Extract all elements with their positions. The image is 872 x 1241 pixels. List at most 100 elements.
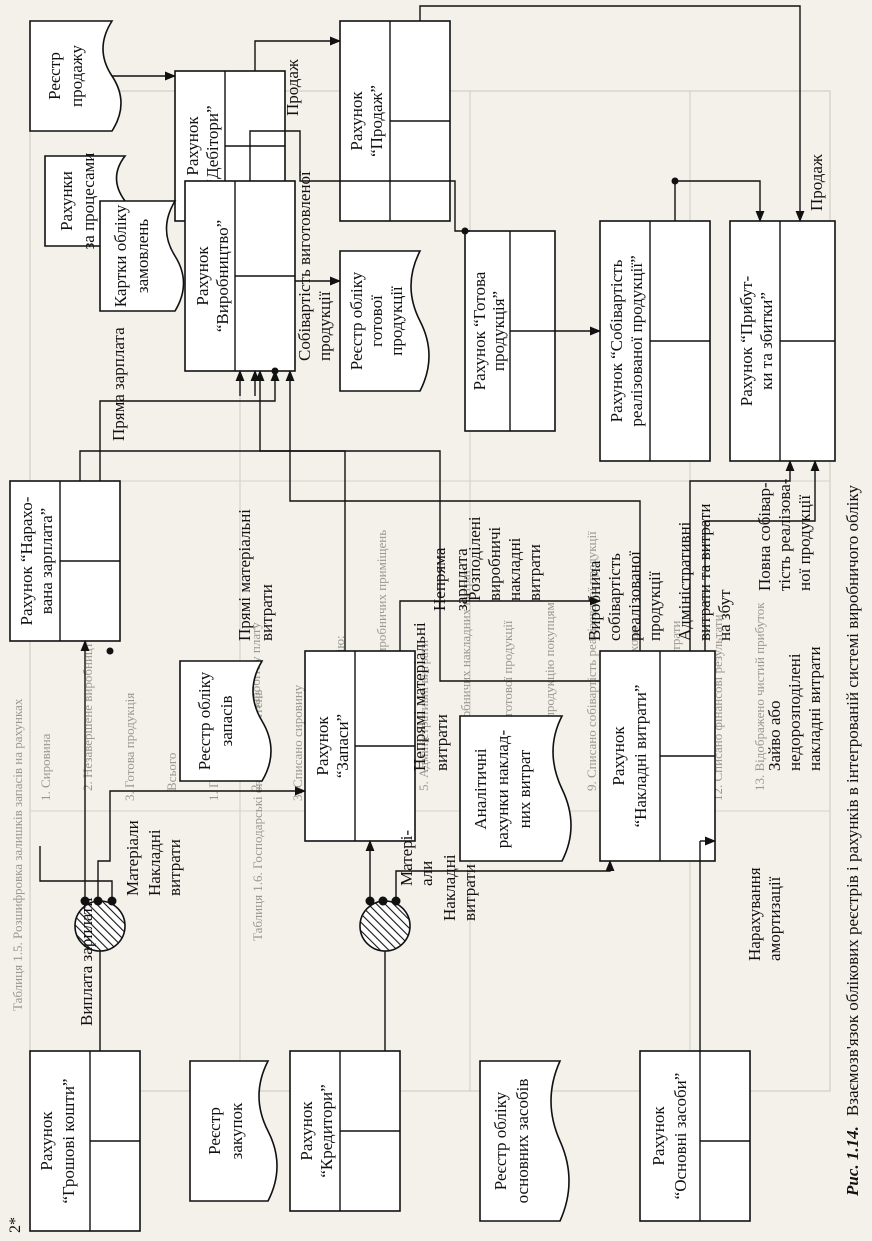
receivables-label-1: Рахунок — [183, 116, 202, 176]
background-table-line: 3. Готова продукція — [122, 693, 137, 801]
fa-register-label-2: основних засобів — [513, 1079, 532, 1204]
payables-account: Рахунок “Кредитори” — [289, 1050, 401, 1212]
overhead-label-1: Рахунок — [609, 726, 628, 786]
allocated-overhead-label-1: Розподілені — [465, 516, 484, 601]
depreciation-label-2: амортизації — [765, 876, 784, 961]
production-cost-label-4: продукції — [645, 571, 664, 641]
depreciation-label-1: Нарахування — [745, 867, 764, 961]
inventory-label-1: Рахунок — [313, 716, 332, 776]
payables-label-2: “Кредитори” — [317, 1084, 336, 1177]
figure-caption: Рис. 1.14. Взаємозв'язок облікових реєст… — [843, 485, 862, 1197]
accrued-wages-label-1: Рахунок “Нарахо- — [17, 496, 36, 625]
connector-dots — [106, 177, 679, 655]
caption-number: Рис. 1.14. — [843, 1126, 862, 1197]
overhead-analytic-label-2: рахунки наклад- — [493, 729, 512, 848]
fa-register-label-1: Реєстр обліку — [491, 1091, 510, 1190]
order-cards-label-2: замовлень — [133, 219, 152, 293]
finished-register-label-2: готової — [367, 295, 386, 347]
finished-register-label-3: продукції — [387, 286, 406, 356]
order-cards: Картки обліку замовлень — [99, 200, 185, 312]
payables-junction — [359, 900, 411, 952]
background-table-line: 3. Списано сировину — [290, 684, 305, 801]
overhead-costs-label-2: витрати — [165, 839, 184, 896]
direct-materials-label-1: Прямі матеріальні — [235, 509, 254, 641]
allocated-overhead-label-4: витрати — [525, 544, 544, 601]
materials2-label-2: али — [417, 861, 436, 886]
cogs-account: Рахунок “Собівартість реалізованої проду… — [599, 220, 711, 462]
finished-register-label-1: Реєстр обліку — [347, 271, 366, 370]
cash-account: Рахунок “Грошові кошти” — [29, 1050, 141, 1232]
production-cost-label-1: Виробнича — [585, 560, 604, 641]
overhead-costs-label-1: Накладні — [145, 829, 164, 896]
allocated-overhead-label-3: накладні — [505, 537, 524, 601]
cogs-label-2: реалізованої продукції” — [627, 255, 646, 426]
allocated-overhead-label-2: виробничі — [485, 526, 504, 601]
purchase-register-label-2: закупок — [227, 1102, 246, 1159]
process-accounts-label-1: Рахунки — [57, 171, 76, 231]
fixed-assets-label-2: “Основні засоби” — [671, 1073, 690, 1200]
background-table-line: 13. Відображено чистий прибуток — [752, 602, 767, 791]
production-label-2: “Виробництво” — [213, 220, 232, 332]
accrued-wages-label-2: вана зарплата” — [37, 508, 56, 614]
fixed-assets-register: Реєстр обліку основних засобів — [479, 1060, 570, 1222]
sales-register-label-1: Реєстр — [45, 52, 64, 100]
cost-manufactured-label-1: Собівартість виготовленої — [295, 171, 314, 361]
profit-loss-label-2: ки та збитки” — [757, 292, 776, 390]
materials-label: Матеріали — [123, 820, 142, 896]
full-cost-label-1: Повна собівар- — [755, 482, 774, 591]
production-account: Рахунок “Виробництво” — [184, 180, 296, 372]
finished-goods-account: Рахунок “Готова продукція” — [464, 230, 556, 432]
background-table-line: 2. Незавершене виробництво — [80, 630, 95, 791]
process-accounts-label-2: за процесами — [79, 153, 98, 250]
full-cost-label-3: ної продукції — [795, 495, 814, 591]
purchase-register: Реєстр закупок — [189, 1060, 278, 1202]
cogs-label-1: Рахунок “Собівартість — [607, 259, 626, 422]
overhead-analytic-accounts: Аналітичні рахунки наклад- них витрат — [459, 715, 572, 862]
fixed-assets-account: Рахунок “Основні засоби” — [639, 1050, 751, 1222]
sales-label-1: Рахунок — [347, 91, 366, 151]
admin-selling-label-2: витрати та витрати — [695, 504, 714, 641]
receivables-label-2: “Дебітори” — [203, 105, 222, 186]
accrued-wages-account: Рахунок “Нарахо- вана зарплата” — [9, 480, 121, 642]
svg-text:Рис. 1.14. Взаємозв'язок: Рис. 1.14. Взаємозв'язок облікових реєст… — [843, 485, 862, 1197]
sales-register-label-2: продажу — [67, 44, 86, 107]
inventory-register: Реєстр обліку запасів — [179, 660, 272, 782]
sale-right-label: Продаж — [807, 154, 826, 211]
full-cost-label-2: тість реалізова- — [775, 478, 794, 591]
admin-selling-label-3: на збут — [715, 589, 734, 641]
sales-register: Реєстр продажу — [29, 20, 122, 132]
inventory-register-label-1: Реєстр обліку — [195, 671, 214, 770]
finished-goods-label-2: продукція” — [489, 291, 508, 371]
over-under-label-2: недорозподілені — [785, 653, 804, 771]
overhead-costs2-label-2: витрати — [460, 864, 479, 921]
caption-text: Взаємозв'язок облікових реєстрів і рахун… — [843, 485, 862, 1117]
over-under-label-3: накладні витрати — [805, 646, 824, 771]
production-label-1: Рахунок — [193, 246, 212, 306]
inventory-label-2: “Запаси” — [333, 714, 352, 778]
admin-selling-label-1: Адміністративні — [675, 521, 694, 641]
finished-goods-register: Реєстр обліку готової продукції — [339, 250, 430, 392]
production-cost-label-3: реалізованої — [625, 551, 644, 641]
order-cards-label-1: Картки обліку — [111, 204, 130, 307]
cost-manufactured-label-2: продукції — [315, 291, 334, 361]
wages-payment-label: Виплата зарплати — [77, 897, 96, 1026]
overhead-analytic-label-1: Аналітичні — [471, 748, 490, 829]
overhead-account: Рахунок “Накладні витрати” — [599, 650, 716, 862]
background-table-line: 1. Сировина — [38, 733, 53, 801]
background-table-title: Таблиця 1.5. Розшифровка залишків запасі… — [10, 698, 25, 1011]
cash-label-2: “Грошові кошти” — [59, 1079, 78, 1204]
overhead-costs2-label-1: Накладні — [440, 854, 459, 921]
over-under-label-1: Зайво або — [765, 700, 784, 771]
sale-top-label: Продаж — [283, 59, 302, 116]
indirect-wages-label-1: Непряма — [430, 547, 449, 611]
purchase-register-label-1: Реєстр — [205, 1107, 224, 1155]
profit-loss-label-1: Рахунок “Прибут- — [737, 275, 756, 406]
production-input-arrows — [235, 369, 260, 396]
inventory-register-label-2: запасів — [217, 696, 236, 747]
overhead-label-2: “Накладні витрати” — [631, 685, 650, 828]
payables-label-1: Рахунок — [297, 1101, 316, 1161]
connectors — [39, 5, 820, 1051]
flow-labels: Виплата зарплати Пряма зарплата Матеріал… — [77, 59, 826, 1026]
